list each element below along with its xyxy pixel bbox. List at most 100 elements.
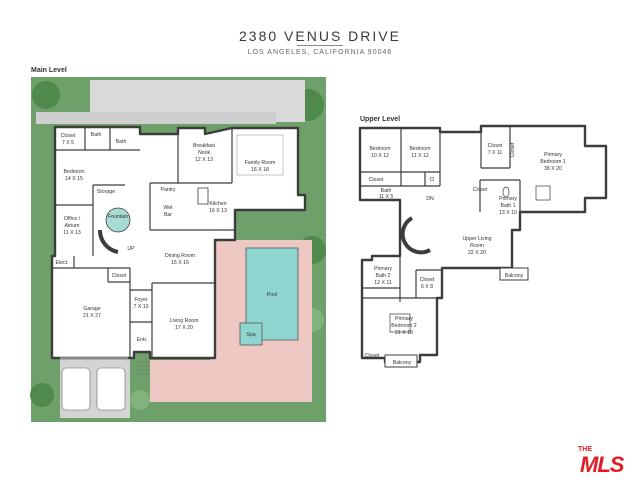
kitchen-label: Kitchen <box>209 201 226 207</box>
svg-text:22 X 20: 22 X 20 <box>468 250 486 256</box>
bedroom-1-size: 10 X 12 <box>371 153 389 159</box>
city-subtitle: LOS ANGELES, CALIFORNIA 90046 <box>247 49 393 56</box>
svg-text:17 X 20: 17 X 20 <box>175 325 193 331</box>
svg-text:DN: DN <box>426 196 434 202</box>
svg-text:Bath: Bath <box>91 132 102 138</box>
primary-bedroom-1-label-2: Bedroom 1 <box>540 159 565 165</box>
upper-living-label: Upper Living <box>462 236 491 242</box>
office-size: 11 X 13 <box>63 230 81 236</box>
office-label-2: Atrium <box>65 223 80 229</box>
closet-main-label: Closet <box>61 133 76 139</box>
dining-room-size: 15 X 16 <box>171 260 189 266</box>
svg-text:Storage: Storage <box>97 189 115 195</box>
svg-text:Closet: Closet <box>112 273 127 279</box>
fountain-label: Fountain <box>108 214 128 220</box>
up-label: UP <box>127 246 135 252</box>
svg-text:Office /: Office / <box>64 216 81 222</box>
svg-text:10 X 12: 10 X 12 <box>371 153 389 159</box>
svg-text:Pool: Pool <box>267 292 277 298</box>
svg-text:6 X 8: 6 X 8 <box>421 284 433 290</box>
spa-label: Spa <box>246 332 255 338</box>
svg-text:Bath: Bath <box>116 139 127 145</box>
svg-text:14 X 15: 14 X 15 <box>65 176 83 182</box>
primary-bedroom-2-label-2: Bedroom 2 <box>391 323 416 329</box>
bedroom-1-label: Bedroom <box>369 146 390 152</box>
fountain-basin <box>105 207 131 233</box>
svg-text:Primary: Primary <box>499 196 517 202</box>
kitchen-size: 16 X 13 <box>209 208 227 214</box>
svg-text:21 X 27: 21 X 27 <box>83 313 101 319</box>
closet-u2-label: Closet <box>488 143 503 149</box>
family-room-label: Family Room <box>245 160 276 166</box>
living-room-label: Living Room <box>170 318 199 324</box>
primary-bed-1 <box>535 185 551 201</box>
paving <box>36 112 276 124</box>
svg-text:Wet: Wet <box>163 205 173 211</box>
balcony-upper-living <box>499 267 529 281</box>
breakfast-label-2: Nook <box>198 150 211 156</box>
svg-text:Closet: Closet <box>510 142 516 157</box>
svg-text:38 X 20: 38 X 20 <box>544 166 562 172</box>
svg-text:7 X 11: 7 X 11 <box>488 150 503 156</box>
kitchen-island <box>197 187 209 205</box>
foyer-label: Foyer <box>134 297 148 303</box>
svg-text:Bedroom: Bedroom <box>409 146 430 152</box>
svg-text:16 X 13: 16 X 13 <box>209 208 227 214</box>
closet-u1-label: Closet <box>369 177 384 183</box>
bath-main2-label: Bath <box>116 139 127 145</box>
tree <box>32 81 60 109</box>
dn-label: DN <box>426 196 434 202</box>
main-room-labels: Closet 7 X 5 Bath Bath Bedroom 14 X 15 S… <box>56 132 278 343</box>
svg-text:Primary: Primary <box>374 266 392 272</box>
closet-u4-label: Closet <box>473 187 488 193</box>
svg-text:Upper Living: Upper Living <box>462 236 491 242</box>
primary-bedroom-2-label: Primary <box>395 316 413 322</box>
primary-bath-2-label-2: Bath 2 <box>376 273 391 279</box>
wetbar-label-2: Bar <box>164 212 172 218</box>
balcony-2-label: Balcony <box>393 360 412 366</box>
closet-u5-label: Closet <box>420 277 435 283</box>
svg-text:Primary: Primary <box>395 316 413 322</box>
storage-label: Storage <box>97 189 115 195</box>
patio <box>150 360 230 402</box>
upper-house-outline <box>358 124 608 364</box>
svg-text:13 X 10: 13 X 10 <box>499 210 517 216</box>
breakfast-size: 12 X 13 <box>195 157 213 163</box>
entry-steps <box>136 361 150 375</box>
primary-bath-1-size: 13 X 10 <box>499 210 517 216</box>
svg-text:UP: UP <box>127 246 135 252</box>
svg-text:11 X 5: 11 X 5 <box>379 194 394 200</box>
svg-text:Nook: Nook <box>198 150 211 156</box>
closet-u3-label: Closet <box>510 142 516 157</box>
svg-text:Breakfast: Breakfast <box>193 143 215 149</box>
bath-main-label: Bath <box>91 132 102 138</box>
svg-text:Closet: Closet <box>420 277 435 283</box>
svg-text:11 X 12: 11 X 12 <box>411 153 429 159</box>
upper-living-label-2: Room <box>470 243 484 249</box>
svg-text:Bath 1: Bath 1 <box>501 203 516 209</box>
bath-upper-size: 11 X 5 <box>379 194 394 200</box>
breakfast-label: Breakfast <box>193 143 215 149</box>
wetbar-label: Wet <box>163 205 173 211</box>
svg-text:Dining Room: Dining Room <box>165 253 195 259</box>
svg-text:Closet: Closet <box>369 177 384 183</box>
bedroom-2-label: Bedroom <box>409 146 430 152</box>
entry-label: Entr. <box>137 337 148 343</box>
svg-text:Bedroom 1: Bedroom 1 <box>540 159 565 165</box>
office-label: Office / <box>64 216 81 222</box>
mls-logo-mark: MLS <box>580 452 624 477</box>
svg-text:Bath 2: Bath 2 <box>376 273 391 279</box>
title-divider <box>297 45 343 46</box>
closet-u6-label: Closet <box>365 353 380 359</box>
upper-spiral-stair <box>400 216 431 255</box>
pool-label: Pool <box>267 292 277 298</box>
family-room-rug <box>236 134 284 176</box>
svg-text:Spa: Spa <box>246 332 255 338</box>
upper-level-label: Upper Level <box>360 116 401 123</box>
svg-text:Bedroom: Bedroom <box>369 146 390 152</box>
balcony-1-label: Balcony <box>505 273 524 279</box>
svg-text:Balcony: Balcony <box>393 360 412 366</box>
closet-garage-label: Closet <box>112 273 127 279</box>
svg-text:Closet: Closet <box>473 187 488 193</box>
svg-text:15 X 16: 15 X 16 <box>171 260 189 266</box>
